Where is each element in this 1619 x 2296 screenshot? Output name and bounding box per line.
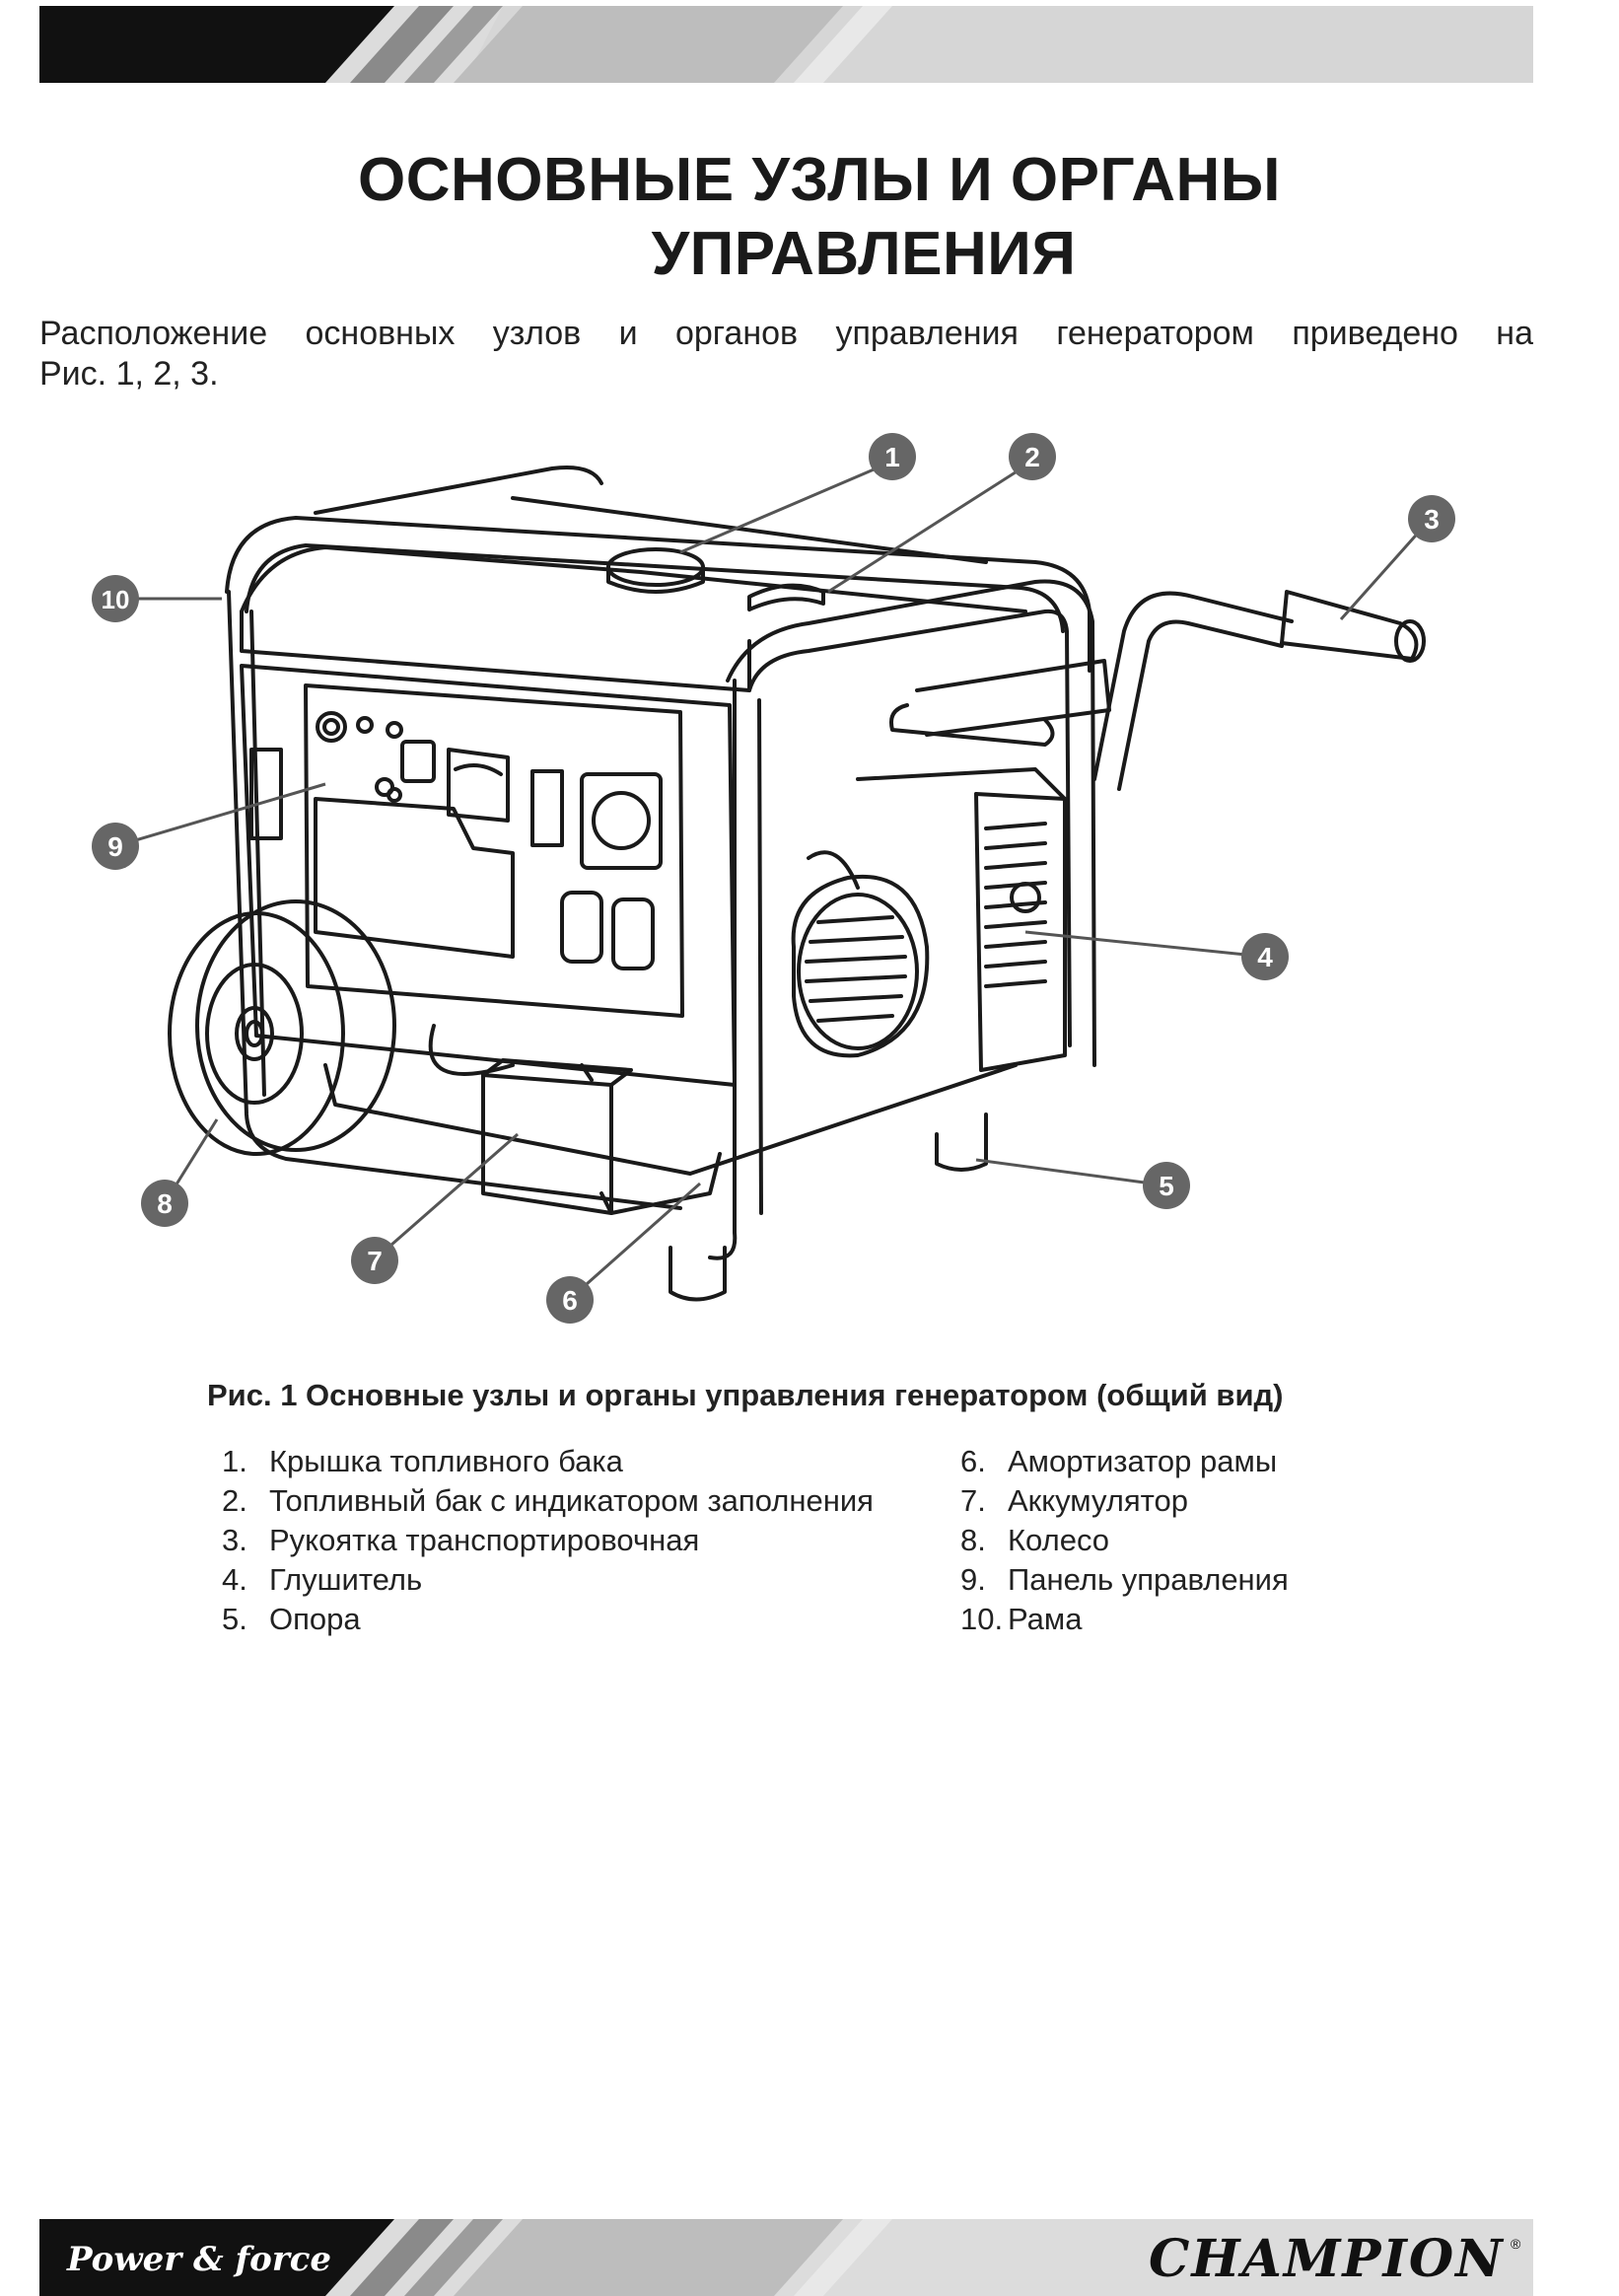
svg-text:7: 7 [367,1246,383,1276]
list-item: 9. Панель управления [960,1560,1289,1600]
callout-9: 9 [92,823,139,870]
list-item-text: Колесо [1008,1523,1110,1557]
list-item-number: 9. [960,1562,986,1597]
recoil-starter [791,874,930,1058]
list-item-number: 5. [222,1602,247,1636]
list-item: 3. Рукоятка транспортировочная [222,1521,874,1560]
footer-slogan: Power & force [66,2240,331,2279]
list-item-number: 2. [222,1483,247,1518]
list-item-number: 8. [960,1523,986,1557]
list-item: 6. Амортизатор рамы [960,1442,1289,1481]
svg-text:6: 6 [562,1285,578,1316]
callout-1: 1 [869,433,916,480]
callout-5: 5 [1143,1162,1190,1209]
svg-text:1: 1 [884,442,900,472]
intro-text-line-1: Расположение основных узлов и органов уп… [39,315,1533,352]
list-item-number: 3. [222,1523,247,1557]
list-item-number: 4. [222,1562,247,1597]
list-item: 8. Колесо [960,1521,1289,1560]
list-item-text: Глушитель [269,1562,423,1597]
list-item-number: 1. [222,1444,247,1478]
list-item-text: Рукоятка транспортировочная [269,1523,700,1557]
frame-top-tube [225,516,1091,673]
svg-text:®: ® [1511,2236,1521,2252]
muffler-vents [984,822,1047,988]
list-item-number: 6. [960,1444,986,1478]
brand-logo: CHAMPION [1149,2229,1505,2289]
legend-list-right: 6. Амортизатор рамы 7. Аккумулятор 8. Колес… [960,1442,1289,1639]
callout-7: 7 [351,1237,398,1284]
header-band [39,6,1533,83]
list-item: 5. Опора [222,1600,874,1639]
list-item-number: 10. [960,1602,1004,1636]
list-item: 1. Крышка топливного бака [222,1442,874,1481]
generator-illustration: 1 2 3 4 5 6 7 8 9 10 [92,433,1455,1324]
callout-3: 3 [1408,495,1455,542]
list-item: 10.Рама [960,1600,1289,1639]
callout-markers: 1 2 3 4 5 6 7 8 9 10 [92,433,1455,1324]
svg-text:8: 8 [157,1188,173,1219]
list-item-text: Аккумулятор [1008,1483,1188,1518]
callout-6: 6 [546,1276,594,1324]
svg-text:2: 2 [1024,442,1040,472]
svg-text:9: 9 [107,831,123,862]
list-item: 4. Глушитель [222,1560,874,1600]
list-item-text: Амортизатор рамы [1008,1444,1278,1478]
fuel-gauge [747,583,825,611]
list-item-text: Крышка топливного бака [269,1444,623,1478]
support-foot-front [669,1246,727,1302]
list-item-number: 7. [960,1483,986,1518]
page-title-line-2: УПРАВЛЕНИЯ [651,220,1077,288]
svg-text:3: 3 [1424,504,1440,535]
support-foot-rear [935,1112,988,1172]
wheel [168,899,396,1156]
list-item: 2. Топливный бак с индикатором заполнения [222,1481,874,1521]
intro-text-line-2: Рис. 1, 2, 3. [39,355,219,393]
list-item: 7. Аккумулятор [960,1481,1289,1521]
list-item-text: Панель управления [1008,1562,1289,1597]
figure-caption: Рис. 1 Основные узлы и органы управления… [207,1378,1284,1412]
callout-4: 4 [1241,933,1289,980]
callout-10: 10 [92,575,139,622]
callout-2: 2 [1009,433,1056,480]
svg-text:5: 5 [1159,1171,1174,1201]
svg-text:4: 4 [1257,942,1273,972]
svg-text:10: 10 [102,585,130,614]
callout-8: 8 [141,1180,188,1227]
list-item-text: Рама [1008,1602,1083,1636]
list-item-text: Топливный бак с индикатором заполнения [269,1483,874,1518]
page-title-line-1: ОСНОВНЫЕ УЗЛЫ И ОРГАНЫ [358,146,1281,214]
list-item-text: Опора [269,1602,361,1636]
footer-band: Power & force CHAMPION ® [39,2219,1533,2296]
legend-list-left: 1. Крышка топливного бака 2. Топливный бак… [222,1442,874,1639]
